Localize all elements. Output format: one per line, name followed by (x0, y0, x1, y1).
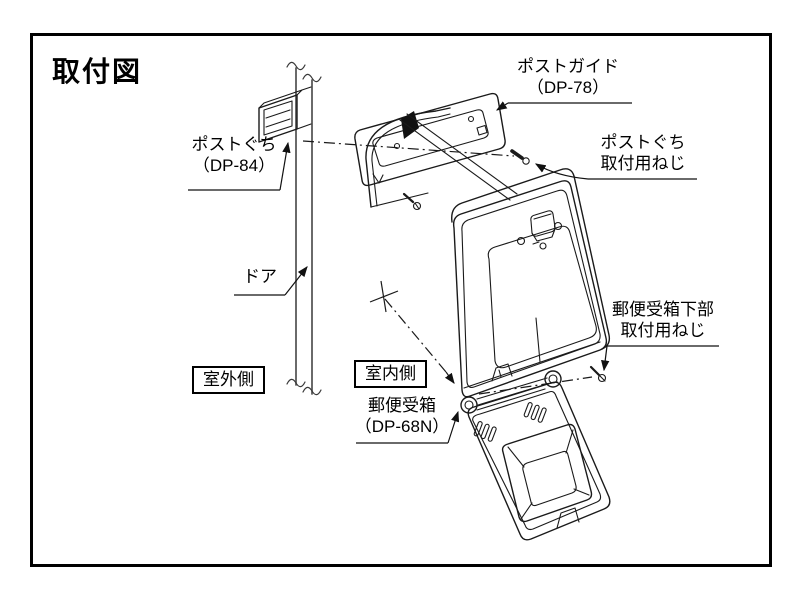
label-post-mouth: ポストぐち （DP-84） (191, 135, 277, 175)
label-mailbox: 郵便受箱 （DP-68N） (354, 396, 450, 436)
post-guide-dp78-drawing (354, 92, 518, 208)
page-title: 取付図 (52, 56, 143, 87)
label-leader-lines (188, 101, 719, 444)
label-post-mouth-screw: ポストぐち 取付用ねじ (600, 133, 686, 173)
mailbox-lid-drawing (460, 363, 611, 541)
label-post-guide: ポストガイド （DP-78） (517, 57, 619, 97)
center-lines (302, 140, 593, 395)
label-indoor-side: 室内側 (354, 360, 427, 388)
label-door: ドア (243, 267, 277, 286)
label-mailbox-lower-screw: 郵便受箱下部 取付用ねじ (612, 300, 714, 340)
label-outdoor-side: 室外側 (192, 366, 265, 394)
post-mouth-dp84-drawing (258, 86, 312, 143)
post-mouth-screw-icon (510, 149, 530, 165)
mailbox-body-drawing (451, 168, 611, 398)
mailbox-lower-screw-icon (589, 365, 607, 383)
diagram-border (30, 33, 772, 567)
door-panel (286, 61, 322, 396)
cross-mark-icon (369, 280, 399, 313)
guide-screw-icon (402, 192, 422, 211)
mounting-screws (402, 149, 607, 383)
